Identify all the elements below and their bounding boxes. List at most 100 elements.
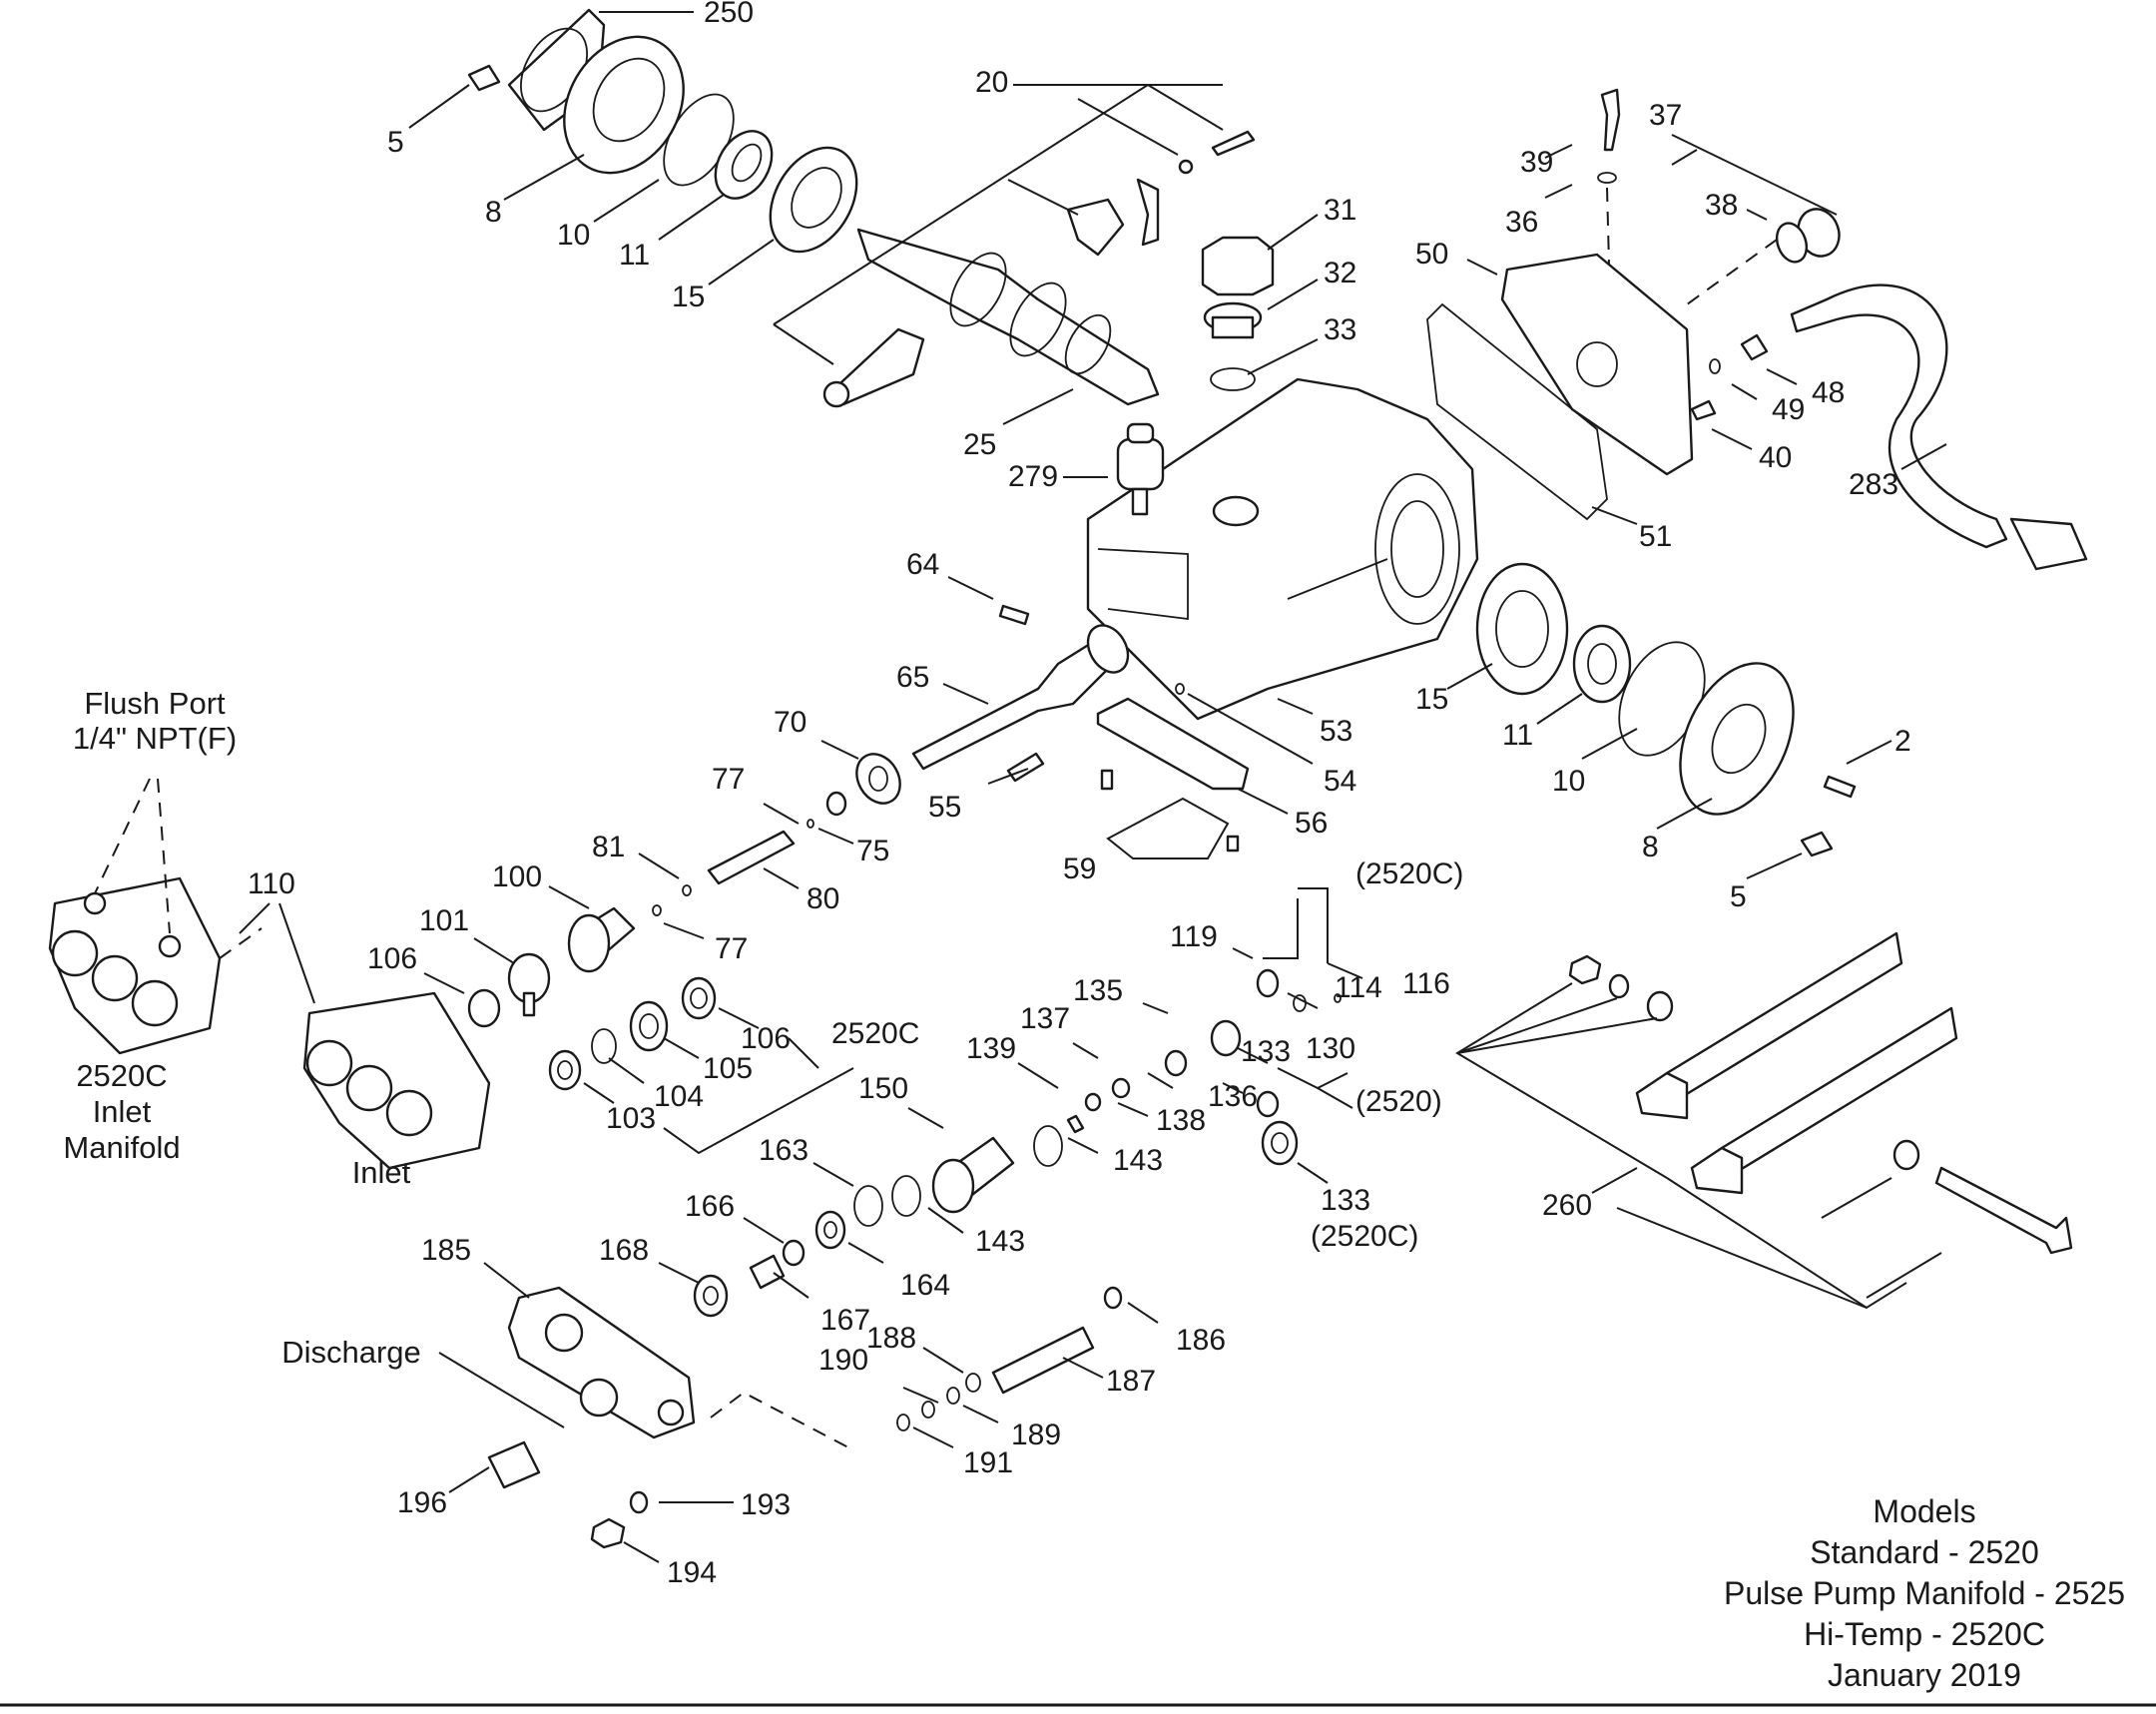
- callout-11b: 11: [1502, 719, 1533, 752]
- spring-167: [749, 1254, 786, 1290]
- o-ring-143-lower: [891, 1175, 921, 1217]
- callout-163: 163: [759, 1134, 808, 1167]
- callout-70: 70: [774, 706, 807, 739]
- callout-168: 168: [599, 1234, 649, 1267]
- nut-194: [590, 1517, 626, 1549]
- spacer-101: [507, 952, 551, 1017]
- callout-164: 164: [900, 1269, 950, 1302]
- leader-lines: [239, 11, 1947, 1563]
- seal-105: [629, 1000, 669, 1052]
- callout-37: 37: [1649, 99, 1682, 132]
- callout-2520c: 2520C: [831, 1017, 919, 1050]
- washer-189: [946, 1387, 960, 1405]
- callout-55: 55: [928, 791, 961, 824]
- callout-39: 39: [1520, 146, 1553, 179]
- callout-54: 54: [1324, 765, 1356, 798]
- callout-279: 279: [1008, 460, 1058, 493]
- callout-193: 193: [741, 1488, 791, 1521]
- callout-81: 81: [592, 831, 625, 863]
- callout-8: 8: [485, 196, 502, 229]
- washer-20: [1178, 159, 1194, 175]
- models-block: Models Standard - 2520 Pulse Pump Manifo…: [1724, 1493, 2125, 1693]
- callout-138: 138: [1156, 1104, 1206, 1137]
- ring-81: [682, 884, 692, 896]
- rod-cap-upper: [1066, 198, 1125, 257]
- screw-59b: [1226, 835, 1240, 853]
- backup-ring-163: [853, 1185, 883, 1227]
- callout-10: 10: [557, 219, 590, 252]
- inlet-manifold-2520c-line2: Inlet: [93, 1094, 152, 1129]
- seal-70: [855, 753, 901, 805]
- callout-48: 48: [1812, 376, 1845, 409]
- crankshaft-25: [856, 228, 1160, 406]
- washer-191: [896, 1414, 910, 1431]
- callout-103: 103: [606, 1102, 656, 1135]
- callout-196: 196: [397, 1486, 447, 1519]
- dashed-assembly-lines: [94, 187, 1778, 1448]
- gasket-51: [1426, 302, 1608, 521]
- plunger-80: [707, 830, 796, 885]
- ring-77-top: [807, 819, 814, 829]
- callout-101: 101: [419, 904, 469, 937]
- callout-33: 33: [1324, 313, 1356, 346]
- bolt-5-right: [1800, 831, 1834, 857]
- callout-166: 166: [685, 1190, 735, 1223]
- inlet-manifold-2520c-line3: Manifold: [63, 1130, 180, 1165]
- callout-59: 59: [1063, 853, 1096, 885]
- fitting-48: [1740, 333, 1769, 361]
- seal-retainer-100: [567, 906, 636, 973]
- callout-77b: 77: [715, 932, 748, 965]
- washer-190: [921, 1401, 935, 1419]
- bolt-5-top: [467, 64, 501, 92]
- oil-seal-11-top: [714, 130, 774, 200]
- callout-143b: 143: [975, 1225, 1025, 1258]
- callout-8b: 8: [1642, 831, 1659, 863]
- callout-40: 40: [1759, 441, 1792, 474]
- callout-260: 260: [1542, 1189, 1592, 1222]
- valve-body-150: [931, 1136, 1015, 1214]
- key-2: [1823, 775, 1857, 799]
- flush-port-size: 1/4" NPT(F): [73, 721, 237, 756]
- inlet-manifold-2520c-line1: 2520C: [76, 1058, 167, 1093]
- inlet-manifold-2520c: [48, 876, 222, 1055]
- breather-hose-283: [1790, 284, 2088, 571]
- callout-143a: 143: [1113, 1144, 1163, 1177]
- ring-77-mid: [652, 904, 662, 916]
- callout-194: 194: [667, 1556, 717, 1589]
- model-standard: Standard - 2520: [1810, 1534, 2039, 1570]
- callout-31: 31: [1324, 194, 1356, 227]
- callout-119: 119: [1170, 920, 1218, 953]
- callout-10b: 10: [1552, 765, 1585, 798]
- check-valve-187: [991, 1326, 1095, 1395]
- stud-55: [1006, 752, 1045, 783]
- callout-75: 75: [856, 835, 889, 867]
- callout-paren-2520: (2520): [1355, 1085, 1442, 1118]
- callout-100: 100: [492, 860, 542, 893]
- bearing-flange-8-right: [1679, 662, 1795, 816]
- callout-250: 250: [704, 0, 754, 29]
- valve-parts-2520c: [1256, 968, 1342, 1012]
- callout-53: 53: [1320, 715, 1352, 748]
- inlet-label: Inlet: [352, 1155, 411, 1190]
- callout-133: 133: [1241, 1035, 1291, 1068]
- callout-paren-2520c: (2520C): [1355, 857, 1463, 890]
- plug-196: [487, 1440, 541, 1489]
- callout-116: 116: [1402, 967, 1450, 1000]
- oil-seal-holder-56: [1096, 697, 1250, 791]
- discharge-manifold-185: [507, 1286, 696, 1439]
- lock-washer-rail: [1608, 973, 1630, 999]
- callout-136: 136: [1208, 1080, 1258, 1113]
- seal-103: [548, 1049, 582, 1091]
- rod-cap-lower: [1136, 178, 1160, 247]
- valve-seat-164: [814, 1210, 846, 1250]
- nut-rail: [1568, 954, 1602, 985]
- gasket-38: [1775, 222, 1809, 264]
- callout-150: 150: [858, 1072, 908, 1105]
- callout-283: 283: [1849, 468, 1898, 501]
- screw-20: [1211, 130, 1256, 157]
- pin-64: [998, 604, 1030, 626]
- washer-166: [782, 1239, 806, 1267]
- model-pulse: Pulse Pump Manifold - 2525: [1724, 1575, 2125, 1611]
- callout-2: 2: [1894, 725, 1911, 758]
